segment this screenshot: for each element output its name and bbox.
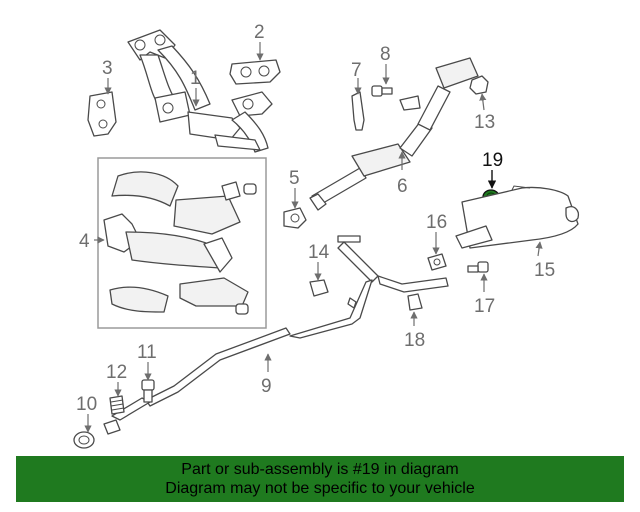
part-5-gasket[interactable] (283, 207, 307, 229)
info-banner: Part or sub-assembly is #19 in diagram D… (16, 456, 624, 502)
callout-13: 13 (474, 112, 495, 133)
callout-3: 3 (102, 58, 113, 79)
part-16-gasket[interactable] (427, 253, 447, 271)
part-15-muffler[interactable] (455, 185, 580, 249)
callout-5: 5 (289, 168, 300, 189)
callout-1: 1 (190, 68, 201, 89)
part-17-bolt[interactable] (467, 261, 489, 273)
callout-numbers: 1 2 3 4 5 6 7 8 9 10 11 12 13 14 15 16 1… (76, 22, 555, 415)
callout-10: 10 (76, 394, 97, 415)
callout-8: 8 (380, 44, 391, 65)
exhaust-parts-diagram: 1 2 3 4 5 6 7 8 9 10 11 12 13 14 15 16 1… (73, 22, 580, 449)
callout-7: 7 (351, 60, 362, 81)
callout-16: 16 (426, 212, 447, 233)
callout-18: 18 (404, 330, 425, 351)
callout-6: 6 (397, 176, 408, 197)
part-8-bolt[interactable] (371, 85, 393, 97)
part-10-gasket[interactable] (73, 431, 95, 449)
banner-line-2: Diagram may not be specific to your vehi… (165, 480, 475, 497)
part-1-exhaust-manifold[interactable] (127, 29, 273, 153)
callout-9: 9 (261, 376, 272, 397)
part-3-gasket[interactable] (87, 91, 117, 137)
callout-12: 12 (106, 362, 127, 383)
callout-15: 15 (534, 260, 555, 281)
callout-leaders (84, 42, 543, 433)
part-4-converter-assembly[interactable] (97, 157, 267, 329)
part-14-cushion[interactable] (309, 279, 329, 297)
part-18-cushion[interactable] (407, 293, 423, 311)
banner-line-1: Part or sub-assembly is #19 in diagram (181, 461, 459, 478)
part-6-front-pipe-converter[interactable] (309, 57, 479, 211)
callout-19-highlighted: 19 (482, 150, 503, 171)
part-12-spring-bolt[interactable] (109, 395, 125, 415)
part-9-center-pipe[interactable] (103, 235, 449, 435)
callout-4: 4 (79, 231, 90, 252)
part-13-nut[interactable] (469, 75, 489, 95)
part-11-bolt[interactable] (141, 379, 155, 403)
callout-2: 2 (254, 22, 265, 43)
callout-14: 14 (308, 242, 330, 263)
callout-17: 17 (474, 296, 495, 317)
part-2-gasket[interactable] (229, 59, 281, 85)
part-7-bracket[interactable] (351, 91, 365, 131)
callout-11: 11 (137, 342, 157, 363)
